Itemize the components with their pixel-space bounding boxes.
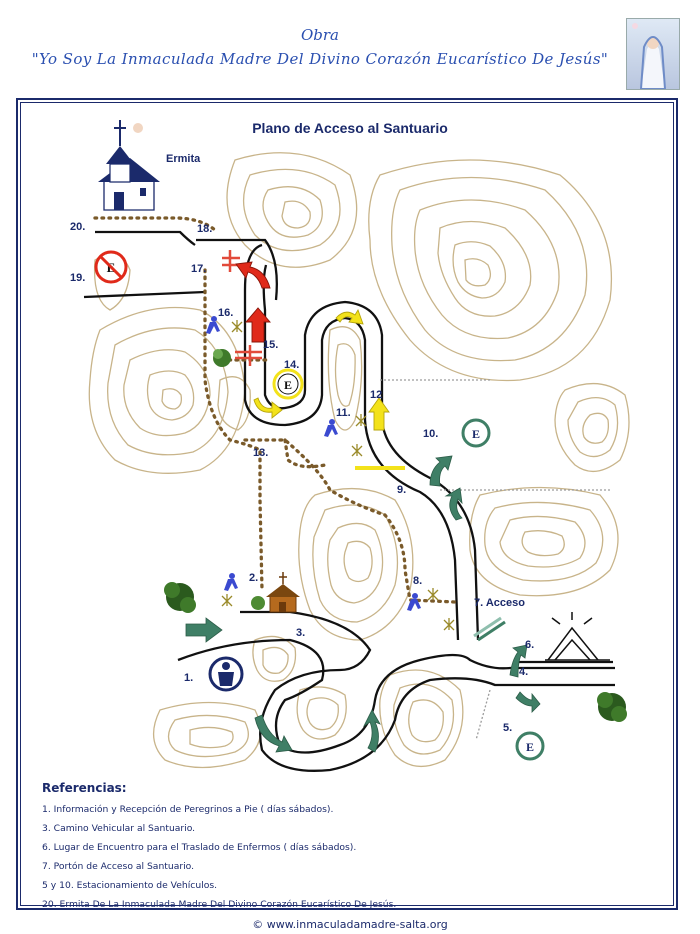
curve-arrow-icon bbox=[253, 397, 283, 419]
entry-arrow-icon bbox=[185, 617, 223, 643]
road-arrow-up-icon bbox=[509, 644, 528, 678]
transfer-tent-icon bbox=[545, 612, 610, 661]
marker-1: 1. bbox=[184, 672, 193, 684]
header-title: "Yo Soy La Inmaculada Madre Del Divino C… bbox=[31, 50, 609, 68]
access-gate-icon bbox=[473, 616, 506, 642]
map-labels: Ermita 7. Acceso 1. 2. 3. 4. 5. 6. 8. 9.… bbox=[70, 153, 534, 734]
access-label: 7. Acceso bbox=[474, 597, 525, 609]
marker-2: 2. bbox=[249, 572, 258, 584]
map-title: Plano de Acceso al Santuario bbox=[252, 120, 448, 136]
reference-item: 20. Ermita De La Inmaculada Madre Del Di… bbox=[42, 899, 397, 910]
marker-8: 8. bbox=[413, 575, 422, 587]
parking-symbol: E bbox=[472, 427, 480, 441]
road-arrow-down-icon bbox=[254, 714, 293, 753]
references-list: 1. Información y Recepción de Peregrinos… bbox=[42, 800, 396, 914]
dirt-lanes bbox=[380, 379, 610, 741]
marker-4: 4. bbox=[519, 666, 528, 678]
reference-item: 3. Camino Vehicular al Santuario. bbox=[42, 823, 196, 834]
marker-6: 6. bbox=[525, 639, 534, 651]
reference-item: 7. Portón de Acceso al Santuario. bbox=[42, 861, 195, 872]
up-arrow-icon bbox=[368, 397, 390, 431]
ermita-label: Ermita bbox=[166, 153, 201, 165]
marker-17: 17. bbox=[191, 263, 206, 275]
marker-19: 19. bbox=[70, 272, 85, 284]
virgin-image-thumbnail bbox=[626, 18, 680, 90]
reference-item: 6. Lugar de Encuentro para el Traslado d… bbox=[42, 842, 357, 853]
parking-symbol: E bbox=[526, 740, 534, 754]
chapel-icon bbox=[98, 120, 160, 211]
road-arrow-up-icon bbox=[444, 487, 463, 521]
road-arrow-right-icon bbox=[515, 691, 541, 713]
map-frame-outer bbox=[16, 98, 678, 910]
map-frame-inner bbox=[20, 102, 674, 906]
road-arrow-up-icon bbox=[362, 709, 381, 753]
marker-9: 9. bbox=[397, 484, 406, 496]
small-chapel-icon bbox=[266, 572, 300, 613]
shrub-icons bbox=[221, 320, 455, 631]
references-title: Referencias: bbox=[42, 781, 127, 795]
marker-10: 10. bbox=[423, 428, 438, 440]
parking-14: E bbox=[272, 368, 304, 400]
red-direction-arrows bbox=[235, 261, 271, 343]
yellow-direction-arrows bbox=[253, 308, 390, 431]
parking-5: E bbox=[515, 731, 545, 761]
marker-16: 16. bbox=[218, 307, 233, 319]
tree-icons bbox=[164, 349, 627, 722]
website-footer[interactable]: © www.inmaculadamadre-salta.org bbox=[252, 918, 448, 931]
marker-15: 15. bbox=[263, 339, 278, 351]
marker-3: 3. bbox=[296, 627, 305, 639]
green-direction-arrows bbox=[185, 455, 541, 753]
marker-18: 18. bbox=[197, 223, 212, 235]
marker-14: 14. bbox=[284, 359, 299, 371]
reference-item: 5 y 10. Estacionamiento de Vehículos. bbox=[42, 880, 218, 891]
red-curve-arrow-icon bbox=[235, 261, 271, 289]
marker-13: 13. bbox=[253, 447, 268, 459]
curve-arrow-icon bbox=[335, 308, 364, 325]
pilgrim-walker-icons bbox=[206, 316, 421, 611]
reference-item: 1. Información y Recepción de Peregrinos… bbox=[42, 804, 334, 815]
parking-10: E bbox=[461, 418, 491, 448]
road-arrow-up-icon bbox=[429, 455, 453, 487]
information-point-icon bbox=[208, 656, 244, 692]
marker-20: 20. bbox=[70, 221, 85, 233]
no-parking-sign-icon: E bbox=[94, 250, 128, 284]
marker-11: 11. bbox=[336, 407, 351, 419]
parking-symbol: E bbox=[284, 378, 292, 392]
marker-12: 12 bbox=[370, 389, 382, 401]
marker-5: 5. bbox=[503, 722, 512, 734]
red-up-arrow-icon bbox=[245, 307, 271, 343]
page-header: Obra "Yo Soy La Inmaculada Madre Del Div… bbox=[0, 0, 700, 95]
header-work-label: Obra bbox=[300, 26, 339, 44]
topographic-contours bbox=[88, 152, 630, 769]
